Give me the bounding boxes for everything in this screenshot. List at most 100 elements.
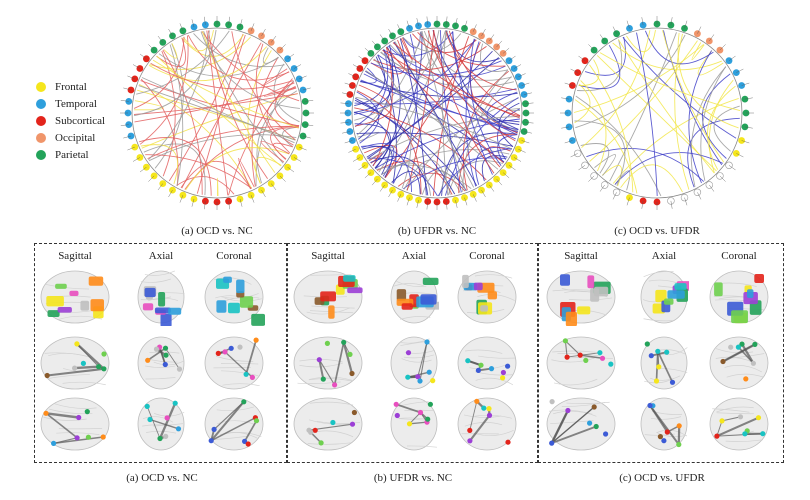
node-sphere bbox=[341, 339, 347, 345]
region-patch bbox=[747, 289, 754, 298]
node-label-tick bbox=[426, 201, 428, 210]
node-label-tick bbox=[508, 165, 516, 171]
connection-line bbox=[264, 82, 297, 97]
coronal-brain-view bbox=[457, 397, 517, 451]
region-node bbox=[169, 32, 176, 40]
node-label-tick bbox=[132, 64, 141, 69]
coronal-brain-view bbox=[457, 336, 517, 390]
connection-edge bbox=[550, 410, 569, 444]
node-sphere bbox=[587, 420, 593, 426]
node-label-tick bbox=[371, 40, 378, 48]
node-label-tick bbox=[388, 28, 393, 37]
node-label-tick bbox=[588, 175, 595, 182]
brain-sulcus bbox=[140, 278, 171, 283]
connection-line bbox=[182, 30, 214, 51]
connection-edge bbox=[165, 347, 180, 370]
region-node bbox=[125, 98, 133, 105]
connection-line bbox=[354, 123, 392, 169]
region-patch bbox=[343, 275, 356, 282]
connection-line bbox=[432, 36, 470, 196]
node-sphere bbox=[648, 353, 654, 359]
connection-line bbox=[140, 78, 179, 186]
temporal-dot-icon bbox=[36, 98, 46, 109]
connection-line bbox=[138, 137, 212, 196]
legend-item-frontal: Frontal bbox=[36, 78, 105, 95]
connection-line bbox=[614, 152, 724, 185]
node-sphere bbox=[74, 341, 80, 347]
region-patch bbox=[335, 284, 345, 295]
node-sphere bbox=[394, 412, 400, 419]
node-label-tick bbox=[342, 131, 350, 134]
region-patch bbox=[347, 287, 363, 294]
brain-sulcus bbox=[475, 377, 514, 386]
node-sphere bbox=[163, 352, 169, 358]
node-label-tick bbox=[293, 157, 302, 162]
region-patch bbox=[90, 299, 104, 312]
node-label-tick bbox=[271, 183, 277, 191]
connection-line bbox=[427, 30, 516, 142]
region-patch bbox=[158, 292, 166, 307]
connection-line bbox=[152, 59, 299, 129]
connection-line bbox=[360, 80, 518, 98]
region-node bbox=[667, 21, 675, 29]
node-sphere bbox=[500, 369, 506, 376]
brain-sulcus bbox=[221, 370, 259, 377]
brain-sulcus bbox=[46, 374, 90, 380]
connection-line bbox=[247, 50, 272, 184]
connection-line bbox=[356, 132, 514, 147]
node-sphere bbox=[430, 378, 436, 384]
node-label-tick bbox=[744, 126, 753, 129]
brain-sulcus bbox=[716, 406, 754, 413]
connection-edge bbox=[551, 425, 597, 444]
node-label-tick bbox=[641, 17, 644, 26]
node-sphere bbox=[405, 350, 412, 356]
region-node bbox=[352, 145, 360, 153]
brain-sulcus bbox=[309, 401, 354, 406]
brain-sulcus bbox=[553, 378, 598, 386]
panel-caption: (c) OCD vs. UFDR bbox=[619, 472, 705, 484]
connection-line bbox=[176, 176, 235, 195]
node-sphere bbox=[406, 421, 413, 427]
connection-edge bbox=[409, 421, 428, 425]
node-sphere bbox=[467, 438, 473, 444]
connection-edge bbox=[74, 365, 99, 370]
region-node bbox=[424, 198, 432, 205]
connection-line bbox=[156, 55, 282, 167]
brain-sulcus bbox=[561, 402, 606, 407]
node-sphere bbox=[752, 341, 758, 347]
brain-outline bbox=[546, 336, 616, 390]
connection-line bbox=[138, 85, 296, 141]
node-label-tick bbox=[239, 19, 243, 28]
region-node bbox=[574, 149, 582, 158]
node-sphere bbox=[714, 433, 720, 439]
connection-line bbox=[163, 43, 178, 59]
brain-sulcus bbox=[400, 316, 431, 320]
axial-brain-view bbox=[640, 336, 688, 390]
connection-line bbox=[354, 88, 517, 105]
node-label-tick bbox=[340, 102, 349, 104]
brain-sulcus bbox=[142, 416, 174, 423]
region-patch bbox=[160, 313, 172, 326]
connection-line bbox=[274, 81, 299, 129]
connection-edge bbox=[333, 342, 345, 386]
node-label-tick bbox=[464, 20, 468, 29]
node-sphere bbox=[245, 441, 251, 447]
node-label-tick bbox=[489, 184, 495, 192]
node-label-tick bbox=[464, 197, 468, 206]
node-label-tick bbox=[348, 149, 356, 153]
connection-line bbox=[612, 97, 739, 184]
node-label-tick bbox=[578, 55, 586, 61]
connection-line bbox=[376, 164, 472, 189]
connection-line bbox=[687, 117, 740, 188]
connection-line bbox=[707, 85, 736, 170]
region-patch bbox=[328, 305, 335, 319]
connection-line bbox=[354, 29, 440, 121]
region-node bbox=[705, 181, 714, 189]
connection-line bbox=[439, 30, 462, 193]
node-label-tick bbox=[481, 189, 486, 198]
node-sphere bbox=[145, 357, 151, 363]
coronal-brain-view bbox=[204, 336, 264, 390]
node-label-tick bbox=[279, 44, 286, 51]
axial-brain-view bbox=[137, 336, 185, 390]
frontal-dot-icon bbox=[36, 81, 46, 92]
